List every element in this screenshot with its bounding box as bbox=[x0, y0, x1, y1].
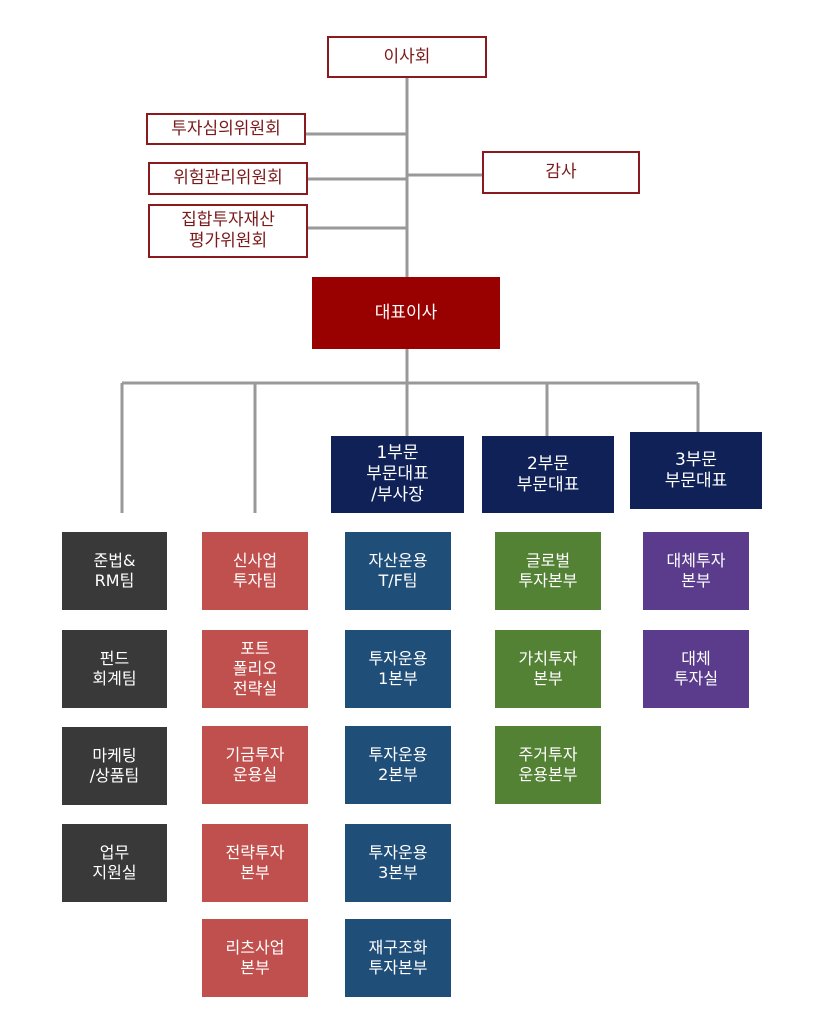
division-1-box: 1부문 부문대표 /부사장 bbox=[331, 436, 464, 513]
newbiz-unit-5: 리츠사업 본부 bbox=[202, 919, 308, 997]
support-unit-4: 업무 지원실 bbox=[62, 824, 167, 902]
support-unit-3: 마케팅 /상품팀 bbox=[62, 727, 167, 805]
div2-unit-2: 가치투자 본부 bbox=[495, 630, 601, 708]
newbiz-unit-4: 전략투자 본부 bbox=[202, 824, 308, 902]
div1-unit-4: 투자운용 3본부 bbox=[345, 824, 451, 902]
div1-unit-5: 재구조화 투자본부 bbox=[345, 919, 451, 997]
support-unit-1: 준법& RM팀 bbox=[62, 532, 167, 610]
support-unit-2: 펀드 회계팀 bbox=[62, 630, 167, 708]
valuation-committee-box: 집합투자재산 평가위원회 bbox=[148, 204, 308, 258]
div3-unit-1: 대체투자 본부 bbox=[643, 532, 749, 610]
audit-box: 감사 bbox=[482, 151, 640, 194]
div3-unit-2: 대체 투자실 bbox=[643, 630, 749, 708]
risk-committee-box: 위험관리위원회 bbox=[148, 162, 308, 195]
newbiz-unit-3: 기금투자 운용실 bbox=[202, 726, 308, 804]
div1-unit-3: 투자운용 2본부 bbox=[345, 726, 451, 804]
division-2-box: 2부문 부문대표 bbox=[482, 436, 614, 513]
board-box: 이사회 bbox=[327, 36, 487, 78]
div2-unit-3: 주거투자 운용본부 bbox=[495, 726, 601, 804]
div1-unit-1: 자산운용 T/F팀 bbox=[345, 532, 451, 610]
newbiz-unit-2: 포트 폴리오 전략실 bbox=[202, 630, 308, 708]
div1-unit-2: 투자운용 1본부 bbox=[345, 630, 451, 708]
div2-unit-1: 글로벌 투자본부 bbox=[495, 532, 601, 610]
investment-committee-box: 투자심의위원회 bbox=[146, 113, 306, 145]
ceo-box: 대표이사 bbox=[312, 277, 500, 349]
division-3-box: 3부문 부문대표 bbox=[630, 432, 762, 509]
newbiz-unit-1: 신사업 투자팀 bbox=[202, 532, 308, 610]
